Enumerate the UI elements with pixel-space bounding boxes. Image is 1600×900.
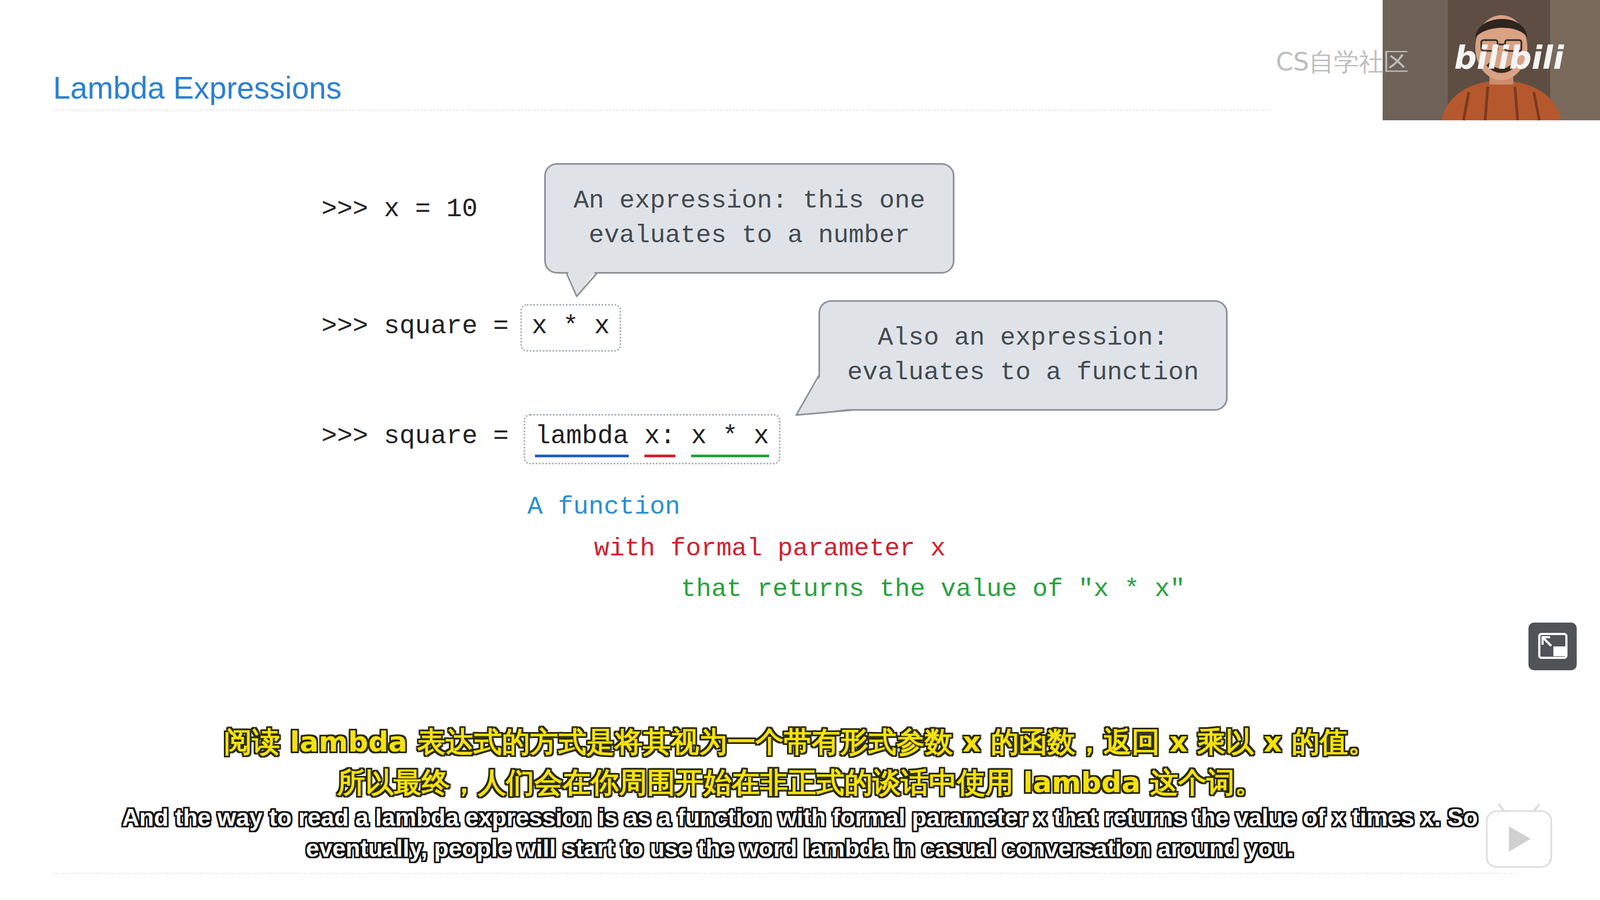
callout-bubble: An expression: this one evaluates to a n… bbox=[544, 163, 955, 274]
subtitle-english: And the way to read a lambda expression … bbox=[84, 802, 1516, 864]
code-text: x * x bbox=[691, 420, 770, 458]
watermark: CS自学社区 bbox=[1275, 46, 1409, 77]
slide-title: Lambda Expressions bbox=[53, 69, 342, 107]
code-text: x: bbox=[644, 420, 676, 458]
code-line: >>> x = 10 bbox=[321, 192, 478, 226]
explanation-line: A function bbox=[527, 491, 681, 524]
explanation-line: with formal parameter x bbox=[594, 532, 946, 566]
footer-rule bbox=[53, 873, 1518, 875]
expression-box: x * x bbox=[520, 304, 622, 352]
title-rule bbox=[53, 109, 1271, 111]
subtitle-chinese: 所以最终，人们会在你周围开始在非正式的谈话中使用 lambda 这个词。 bbox=[0, 765, 1600, 800]
callout-text: Also an expression: evaluates to a funct… bbox=[837, 320, 1209, 391]
subtitle-chinese: 阅读 lambda 表达式的方式是将其视为一个带有形式参数 x 的函数，返回 x… bbox=[0, 724, 1600, 760]
code-text: x * x bbox=[531, 310, 610, 345]
play-button bbox=[1486, 804, 1552, 868]
pip-icon bbox=[1528, 622, 1577, 671]
callout-bubble: Also an expression: evaluates to a funct… bbox=[818, 300, 1228, 411]
code-line: >>> square = bbox=[321, 310, 509, 343]
code-line: >>> square = bbox=[321, 420, 509, 453]
bubble-outline bbox=[818, 300, 1228, 411]
watermark-logo: bilibili bbox=[1454, 39, 1564, 77]
callout-text: An expression: this one evaluates to a n… bbox=[563, 183, 935, 254]
code-text: lambda bbox=[534, 420, 629, 458]
bubble-outline bbox=[544, 163, 955, 274]
lambda-expression-box: lambda x: x * x bbox=[523, 414, 781, 465]
webcam-feed bbox=[1382, 0, 1600, 121]
explanation-line: that returns the value of "x * x" bbox=[680, 573, 1186, 606]
